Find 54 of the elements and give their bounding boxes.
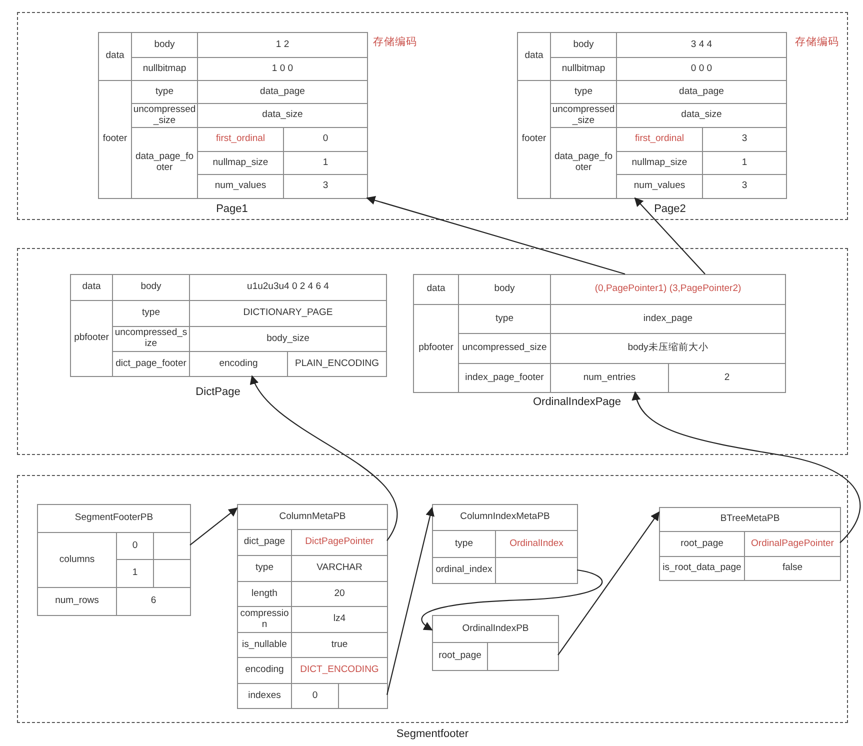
group-caption: Segmentfooter [396,728,469,740]
table-cell: num_rows [37,587,117,616]
arrow [558,511,660,656]
table-cell: 1 2 [197,32,368,58]
data-table [517,32,786,199]
arrow [252,375,398,541]
table-cell: uncompressed_size [131,103,198,128]
arrow [634,197,706,274]
table-cell: footer [517,80,551,199]
table-cell: 3 [702,174,787,199]
data-table [98,32,368,199]
table-cell: 2 [668,363,786,393]
data-table [659,507,841,581]
arrow [632,391,860,544]
data-table [432,504,578,584]
table-cell: ColumnIndexMetaPB [432,504,578,531]
table-cell: BTreeMetaPB [659,507,841,532]
arrow [190,508,238,546]
table-cell: data [413,274,459,305]
table-cell: data [98,32,132,81]
table-caption: Page1 [216,203,248,215]
table-caption: DictPage [196,386,240,398]
table-cell: u1u2u3u4 0 2 4 6 4 [189,274,387,301]
data-table [70,274,387,377]
data-table [413,274,786,393]
data-table [237,504,388,709]
table-cell: (0,PagePointer1) (3,PagePointer2) [550,274,786,305]
table-cell: ColumnMetaPB [237,504,388,530]
table-caption: Page2 [654,203,686,215]
table-cell: OrdinalIndexPB [432,615,559,643]
table-cell: root_page [432,642,488,671]
table-cell: uncompressed_size [550,103,617,128]
arrow [421,569,603,630]
table-cell: 6 [116,587,191,616]
table-cell: SegmentFooterPB [37,504,191,533]
table-cell: pbfooter [413,304,459,393]
annotation-label: 存储编码 [373,35,417,49]
arrow [386,507,434,696]
arrow [366,196,626,275]
table-cell: data [517,32,551,81]
table-cell: PLAIN_ENCODING [287,351,387,377]
table-cell: false [744,556,841,581]
table-cell: footer [98,80,132,199]
table-cell: ordinal_index [432,557,496,584]
table-cell: data [70,274,113,301]
table-cell: 3 [283,174,368,199]
table-cell: is_root_data_page [659,556,745,581]
table-caption: OrdinalIndexPage [532,396,622,408]
annotation-label: 存储编码 [795,35,839,49]
table-cell: indexes [237,683,292,709]
data-table [37,504,191,616]
table-cell: pbfooter [70,300,113,377]
table-cell: 3 4 4 [616,32,787,58]
data-table [432,615,559,671]
